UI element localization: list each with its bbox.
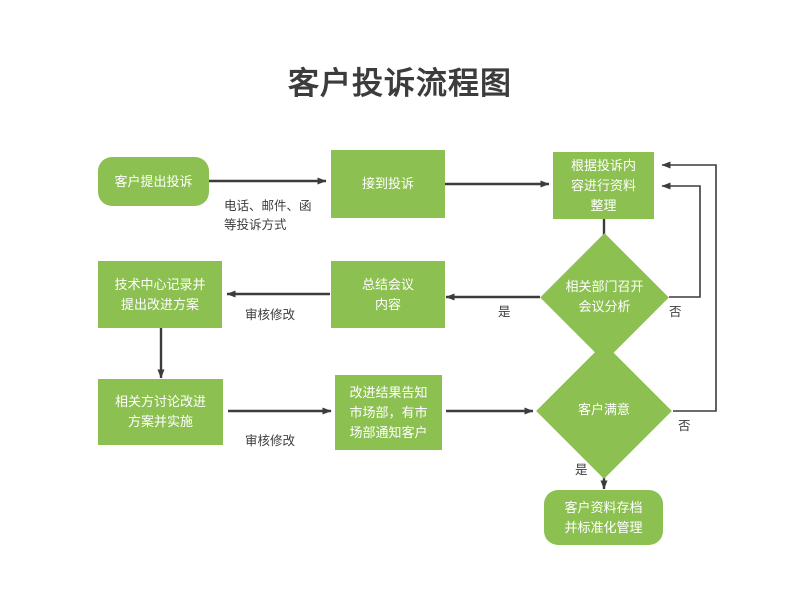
node-label: 相关方讨论改进 方案并实施 <box>114 394 206 429</box>
node-label: 接到投诉 <box>361 176 414 191</box>
node-summarize-meeting[interactable]: 总结会议 内容 <box>331 261 445 328</box>
node-customer-files-complaint[interactable]: 客户提出投诉 <box>98 157 209 206</box>
node-label: 技术中心记录并 提出改进方案 <box>114 276 206 312</box>
edge-label-meeting-no: 否 <box>669 305 682 319</box>
page-title: 客户投诉流程图 <box>288 66 512 101</box>
edge-label-meeting-yes: 是 <box>498 305 511 319</box>
decision-customer-satisfied[interactable] <box>536 343 672 479</box>
node-label: 客户资料存档 并标准化管理 <box>564 499 643 535</box>
edge-label-review-revise-top: 审核修改 <box>245 308 296 322</box>
node-archive-customer-data[interactable]: 客户资料存档 并标准化管理 <box>544 490 663 545</box>
edge-label-complaint-channels: 电话、邮件、函 等投诉方式 <box>224 199 312 232</box>
edge-d1-loop-n3 <box>661 182 701 298</box>
edge-d2-loop-n3 <box>661 161 717 412</box>
node-organize-materials[interactable]: 根据投诉内 容进行资料 整理 <box>553 152 654 219</box>
node-label: 总结会议 内容 <box>361 276 414 312</box>
edge-label-satisfied-no: 否 <box>678 419 691 433</box>
node-tech-center-record[interactable]: 技术中心记录并 提出改进方案 <box>98 261 222 328</box>
edge-label-satisfied-yes: 是 <box>575 463 588 477</box>
decision-departments-meeting[interactable] <box>540 233 669 362</box>
node-label: 客户提出投诉 <box>114 173 193 189</box>
node-notify-market-department[interactable]: 改进结果告知 市场部，有市 场部通知客户 <box>335 375 442 450</box>
node-parties-discuss-implement[interactable]: 相关方讨论改进 方案并实施 <box>98 379 223 445</box>
node-label: 根据投诉内 容进行资料 整理 <box>570 157 636 213</box>
edge-label-review-revise-bottom: 审核修改 <box>245 434 296 448</box>
node-complaint-received[interactable]: 接到投诉 <box>331 150 445 218</box>
node-label: 改进结果告知 市场部，有市 场部通知客户 <box>349 384 428 440</box>
